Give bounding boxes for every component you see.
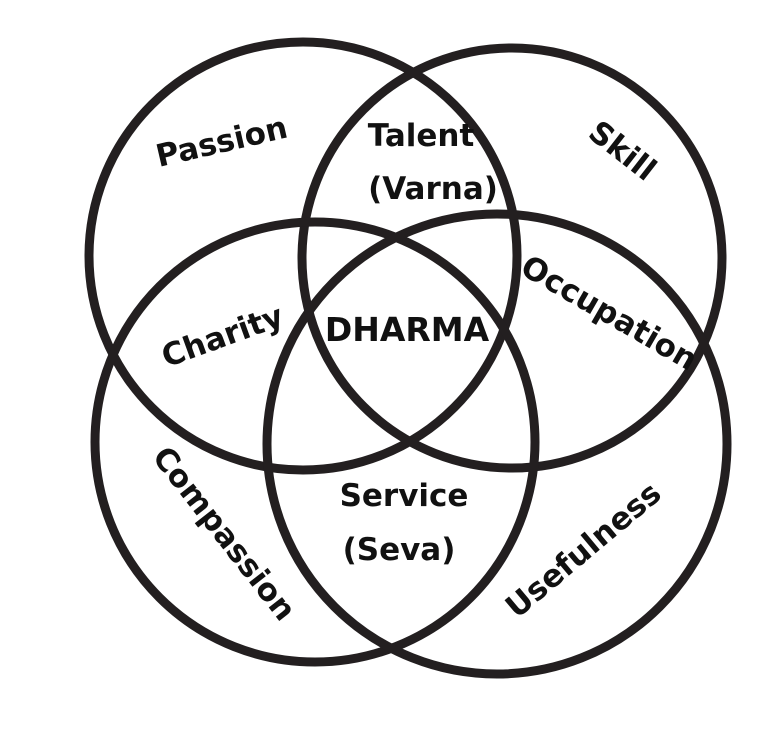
- circle-bottom-right: [262, 209, 732, 679]
- circle-top-left: [84, 37, 522, 475]
- circle-top-right: [297, 43, 727, 473]
- label-varna: (Varna): [368, 171, 498, 207]
- label-charity: Charity: [157, 298, 288, 375]
- label-occupation: Occupation: [515, 248, 704, 378]
- label-seva: (Seva): [343, 532, 456, 568]
- label-dharma: DHARMA: [325, 310, 490, 349]
- label-skill: Skill: [582, 114, 663, 188]
- label-service: Service: [340, 478, 469, 514]
- label-passion: Passion: [153, 110, 291, 175]
- circle-bottom-left: [90, 217, 540, 667]
- label-talent: Talent: [368, 118, 475, 154]
